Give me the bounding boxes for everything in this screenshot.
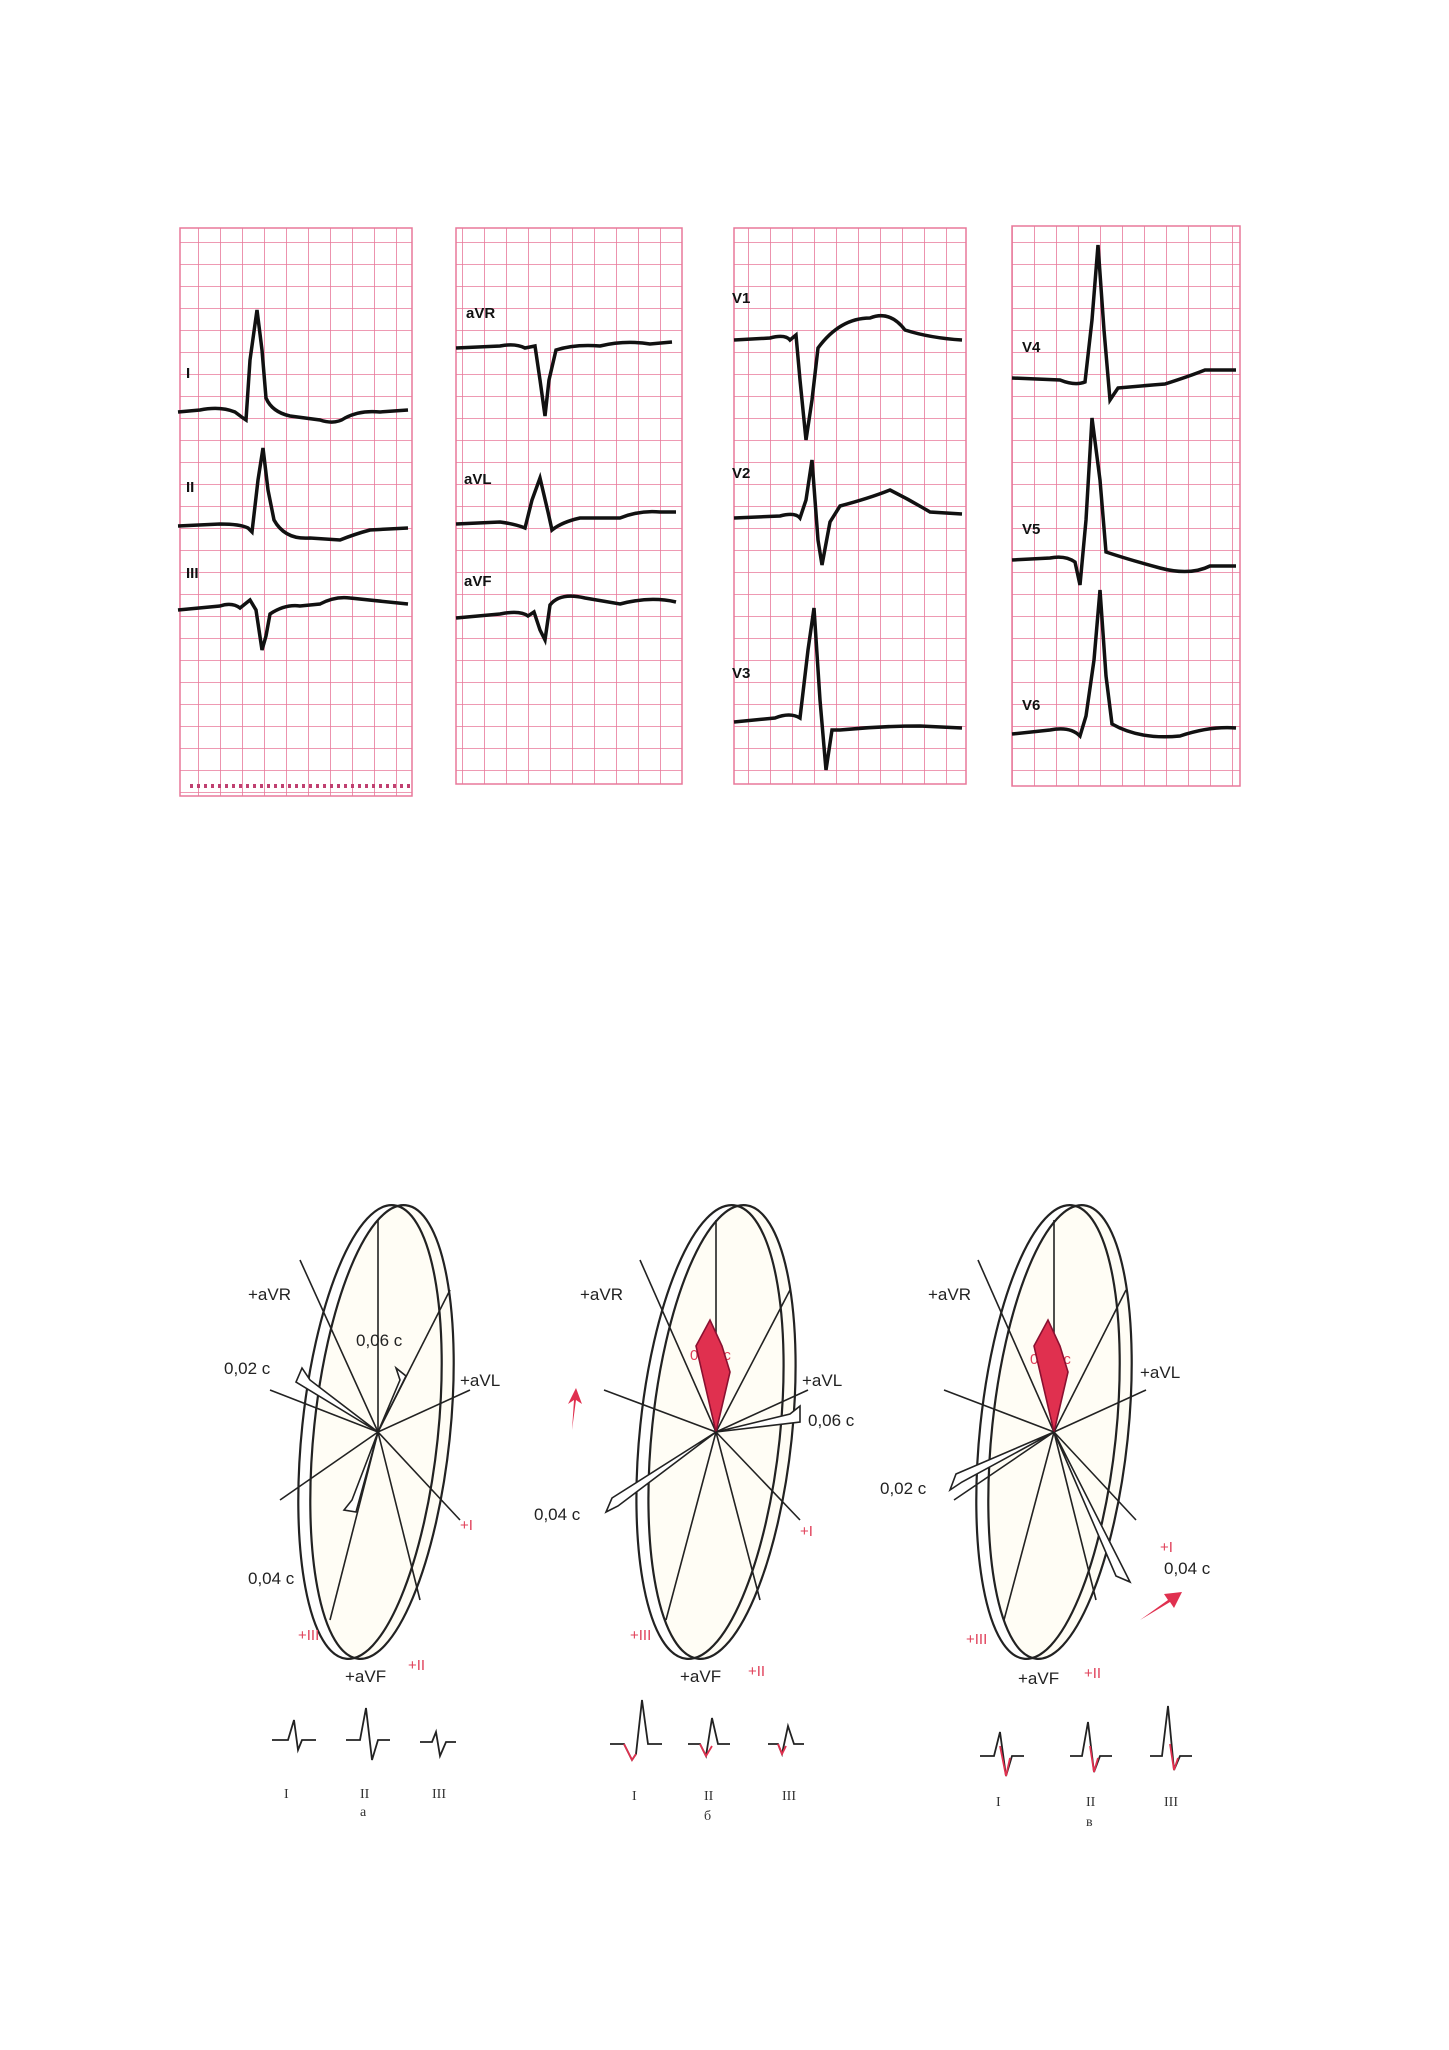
ecg-trace-v1 bbox=[733, 314, 963, 441]
vector-diagram-b: +aVR +aVL +aVF +I +II +III 0,02 c 0,06 c… bbox=[534, 1204, 855, 1824]
lead-label-i: I bbox=[186, 365, 190, 382]
complex-label-ii: II bbox=[1086, 1795, 1096, 1810]
lead-label-avl: aVL bbox=[464, 471, 492, 488]
label-avr: +aVR bbox=[248, 1285, 291, 1304]
complex-label-iii: III bbox=[432, 1787, 446, 1802]
ecg-panel-precordial-v1-v3: V1 V2 V3 bbox=[732, 227, 967, 785]
vector-label-3: 0,04 c bbox=[534, 1505, 581, 1524]
diagonal-arrow-icon bbox=[1140, 1592, 1182, 1620]
label-avf: +aVF bbox=[1018, 1669, 1059, 1688]
ecg-trace-v6 bbox=[1011, 589, 1237, 740]
lead-label-v2: V2 bbox=[732, 465, 750, 482]
vector-label-3: 0,04 c bbox=[1164, 1559, 1211, 1578]
complex-label-i: I bbox=[996, 1795, 1001, 1810]
vector-arrow-3 bbox=[604, 1431, 717, 1514]
label-plus-ii: +II bbox=[1084, 1665, 1101, 1682]
ecg-trace-avr bbox=[455, 340, 673, 417]
lead-label-v5: V5 bbox=[1022, 521, 1040, 538]
label-plus-ii: +II bbox=[408, 1657, 425, 1674]
diagram-letter: в bbox=[1086, 1815, 1093, 1830]
ecg-trace-avf bbox=[455, 594, 677, 646]
ecg-trace-v3 bbox=[733, 607, 963, 771]
vector-label-2: 0,06 c bbox=[808, 1411, 855, 1430]
vector-arrow-2 bbox=[715, 1404, 801, 1433]
lead-label-ii: II bbox=[186, 479, 194, 496]
label-plus-iii: +III bbox=[630, 1627, 651, 1644]
vector-label-3: 0,04 c bbox=[248, 1569, 295, 1588]
ecg-trace-v2 bbox=[733, 459, 963, 566]
ecg-panel-limb-leads: I II III bbox=[177, 227, 413, 797]
vector-arrow-3 bbox=[1053, 1431, 1132, 1584]
lead-label-avr: aVR bbox=[466, 305, 495, 322]
vector-label-1: 0,02 c bbox=[224, 1359, 271, 1378]
lead-label-avf: aVF bbox=[464, 573, 492, 590]
ecg-trace-v4 bbox=[1011, 244, 1236, 406]
vector-arrow-red bbox=[1033, 1318, 1069, 1433]
label-avl: +aVL bbox=[802, 1371, 842, 1390]
ecg-trace-i bbox=[177, 309, 409, 424]
label-plus-i: +I bbox=[460, 1517, 473, 1534]
label-avl: +aVL bbox=[460, 1371, 500, 1390]
vector-diagrams: +aVR +aVL +aVF +I +II +III 0,02 c 0,06 c… bbox=[224, 1204, 1211, 1830]
diagram-letter: а bbox=[360, 1805, 367, 1820]
label-avr: +aVR bbox=[580, 1285, 623, 1304]
lead-label-iii: III bbox=[186, 565, 199, 582]
lead-label-v4: V4 bbox=[1022, 339, 1041, 356]
qrs-complex-row bbox=[272, 1707, 456, 1761]
ecg-trace-avl bbox=[455, 471, 676, 534]
label-avl: +aVL bbox=[1140, 1363, 1180, 1382]
complex-label-ii: II bbox=[360, 1787, 370, 1802]
complex-label-ii: II bbox=[704, 1789, 714, 1804]
vector-arrow-1 bbox=[294, 1366, 379, 1433]
lead-label-v6: V6 bbox=[1022, 697, 1040, 714]
label-plus-i: +I bbox=[800, 1523, 813, 1540]
complex-label-i: I bbox=[284, 1787, 289, 1802]
label-avf: +aVF bbox=[680, 1667, 721, 1686]
vector-diagram-c: +aVR +aVL +aVF +I +II +III 0,06 c 0,02 c… bbox=[880, 1204, 1211, 1830]
ecg-trace-v5 bbox=[1011, 417, 1236, 586]
ecg-strips: I II III aVR aVL aVF V1 V2 V3 V4 V5 V6 bbox=[177, 225, 1241, 797]
diagram-letter: б bbox=[704, 1809, 711, 1824]
vector-arrow-red bbox=[695, 1318, 731, 1433]
ecg-panel-precordial-v4-v6: V4 V5 V6 bbox=[1011, 225, 1241, 787]
label-avr: +aVR bbox=[928, 1285, 971, 1304]
complex-label-iii: III bbox=[782, 1789, 796, 1804]
complex-label-iii: III bbox=[1164, 1795, 1178, 1810]
qrs-complex-row bbox=[610, 1699, 804, 1762]
qrs-complex-row bbox=[980, 1705, 1192, 1777]
label-plus-iii: +III bbox=[298, 1627, 319, 1644]
vector-label-2: 0,02 c bbox=[880, 1479, 927, 1498]
vector-label-2: 0,06 c bbox=[356, 1331, 403, 1350]
complex-label-i: I bbox=[632, 1789, 637, 1804]
vector-arrow-2 bbox=[948, 1431, 1055, 1493]
vector-arrow-2 bbox=[377, 1365, 408, 1433]
label-plus-i: +I bbox=[1160, 1539, 1173, 1556]
lead-label-v1: V1 bbox=[732, 290, 750, 307]
ecg-trace-iii bbox=[177, 595, 409, 651]
vector-diagram-a: +aVR +aVL +aVF +I +II +III 0,02 c 0,06 c… bbox=[224, 1204, 500, 1820]
radial-axes bbox=[943, 1220, 1147, 1621]
label-avf: +aVF bbox=[345, 1667, 386, 1686]
ecg-panel-augmented-leads: aVR aVL aVF bbox=[455, 227, 683, 785]
label-plus-iii: +III bbox=[966, 1631, 987, 1648]
ecg-trace-ii bbox=[177, 447, 409, 542]
lead-label-v3: V3 bbox=[732, 665, 750, 682]
up-arrow-icon bbox=[568, 1388, 582, 1430]
vector-arrow-3 bbox=[342, 1431, 379, 1513]
label-plus-ii: +II bbox=[748, 1663, 765, 1680]
